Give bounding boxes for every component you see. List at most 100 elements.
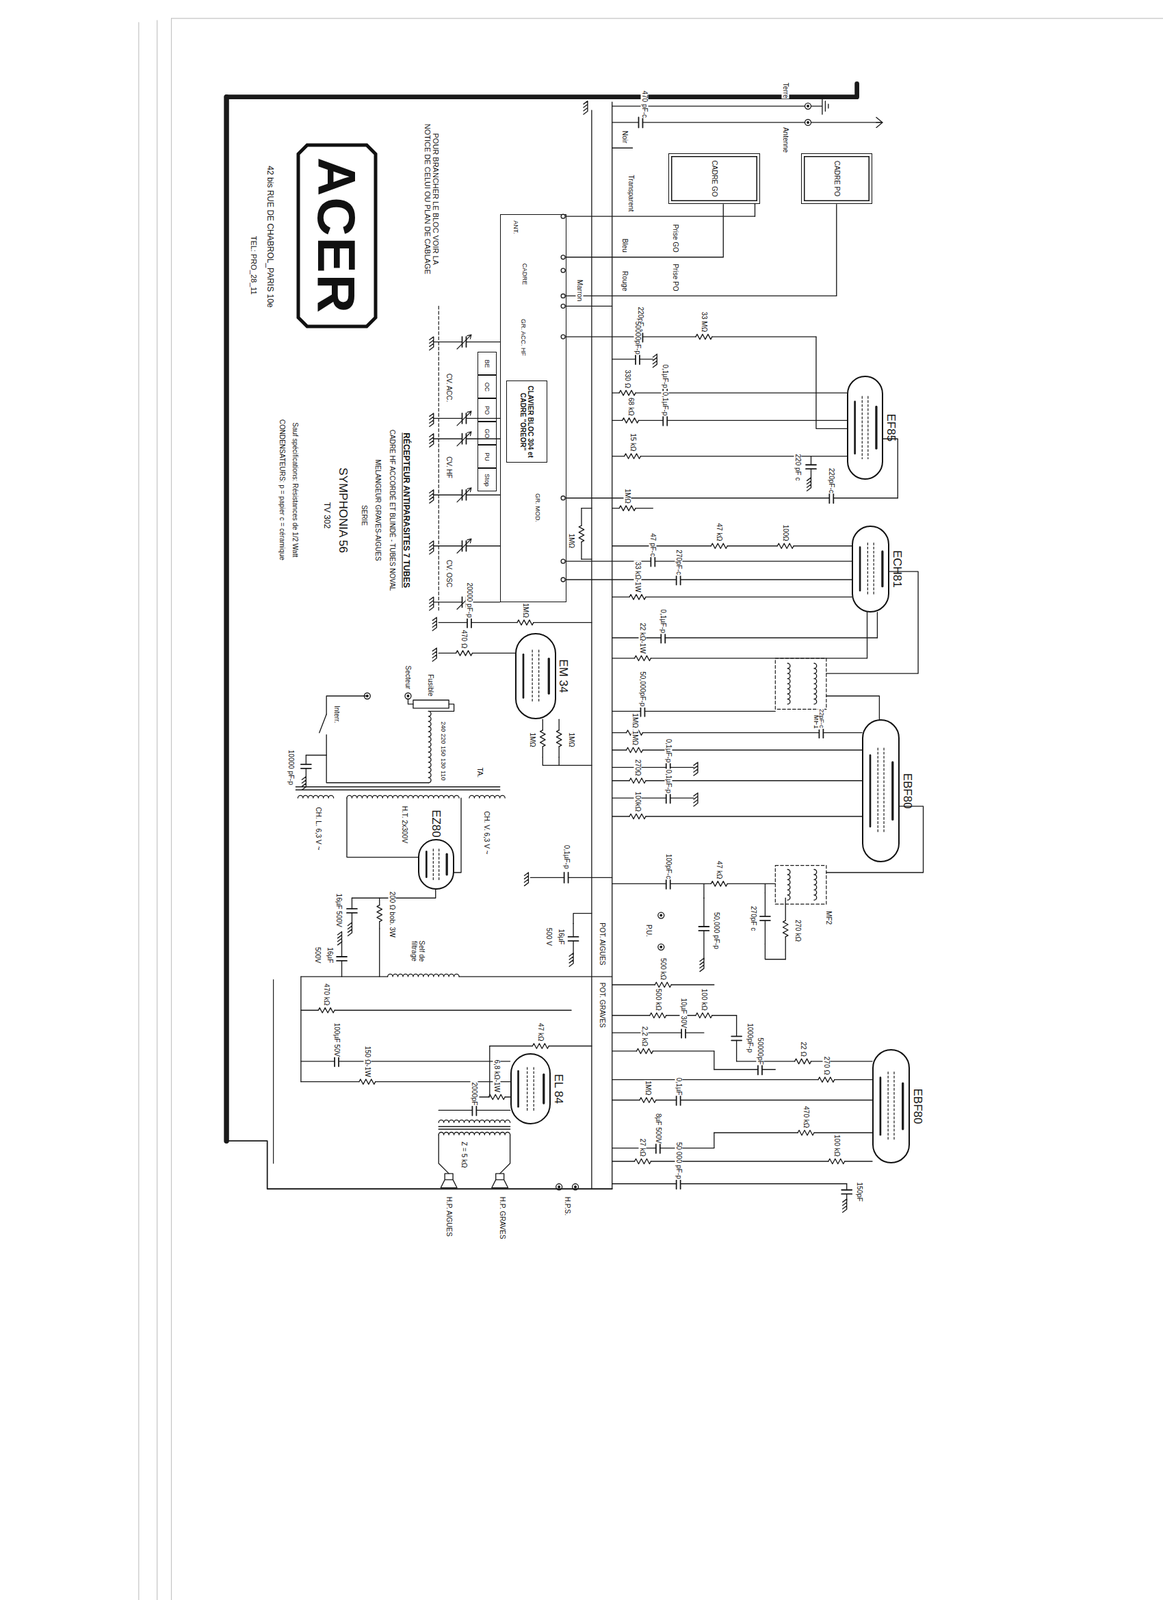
wire bbox=[572, 923, 574, 937]
resistor-symbol bbox=[654, 981, 672, 987]
schematic-label: 0,1µF-p bbox=[661, 363, 670, 389]
capacitor-symbol bbox=[638, 116, 643, 128]
schematic-label: 1MΩ bbox=[528, 731, 537, 748]
tube-plate bbox=[881, 551, 884, 587]
capacitor-symbol bbox=[346, 908, 358, 913]
schematic-label: 500 V bbox=[545, 926, 553, 947]
tube-type-label: EL 84 bbox=[551, 1073, 566, 1104]
schematic-label: 33 kΩ-1W bbox=[634, 560, 642, 594]
coil-winding bbox=[469, 794, 505, 798]
coil-winding bbox=[297, 794, 334, 798]
coil-pack-label-box: CLAVIER BLOC 304 et CADRE "OREOR" bbox=[506, 380, 548, 463]
resistor-symbol bbox=[456, 650, 473, 656]
wire bbox=[459, 975, 613, 977]
coil-winding bbox=[438, 1119, 510, 1123]
schematic-label: 240 bbox=[439, 720, 447, 733]
wire bbox=[727, 545, 778, 546]
schematic-label: 1MΩ bbox=[521, 602, 529, 618]
wire bbox=[504, 1095, 510, 1097]
schematic-label: TEL: PRO_28_11 bbox=[249, 235, 258, 296]
wire bbox=[703, 930, 704, 960]
wire bbox=[754, 203, 756, 217]
schematic-label: 22 kΩ-1W bbox=[638, 621, 647, 655]
terminal-symbol bbox=[805, 103, 812, 110]
ground-symbol bbox=[337, 931, 343, 945]
wire bbox=[305, 754, 307, 764]
schematic-label: 150pF bbox=[855, 1181, 863, 1202]
schematic-label: 1MΩ bbox=[623, 487, 632, 504]
schematic-label: 0,1µF-p bbox=[562, 844, 570, 870]
schematic-label: Marron bbox=[576, 279, 584, 303]
capacitor-symbol bbox=[568, 936, 579, 941]
resistor-symbol bbox=[532, 1043, 549, 1049]
wire bbox=[530, 877, 564, 878]
wire bbox=[351, 897, 353, 909]
box-label: PO bbox=[483, 405, 491, 415]
ground-symbol bbox=[432, 617, 437, 631]
box-label: ACER bbox=[309, 157, 364, 315]
wire bbox=[301, 1080, 360, 1082]
wire bbox=[433, 417, 463, 419]
wire bbox=[816, 336, 847, 429]
schematic-label: MELANGEUR GRAVES-AIGUES bbox=[373, 459, 382, 562]
box-label: PU bbox=[483, 452, 491, 462]
tube-grid bbox=[883, 747, 884, 834]
tube-plate bbox=[542, 1074, 545, 1103]
resistor-symbol bbox=[359, 1078, 376, 1084]
vacuum-tube: EBF80 bbox=[861, 719, 900, 862]
wire bbox=[612, 732, 627, 733]
ground-symbol bbox=[301, 776, 306, 790]
schematic-label: 100Ω bbox=[781, 524, 790, 542]
wire bbox=[379, 897, 380, 905]
box-label: Stop bbox=[483, 473, 491, 487]
wire bbox=[644, 710, 776, 712]
wire bbox=[558, 746, 560, 758]
wire bbox=[305, 754, 327, 756]
ground-symbol bbox=[429, 413, 434, 427]
block-pin bbox=[560, 255, 566, 260]
wire bbox=[334, 1009, 572, 1011]
capacitor-symbol bbox=[676, 1178, 681, 1189]
wire bbox=[612, 596, 630, 598]
capacitor-symbol bbox=[660, 632, 665, 644]
frame-border bbox=[272, 979, 274, 1163]
tube-plate bbox=[874, 406, 878, 449]
capacitor-symbol bbox=[666, 878, 671, 889]
resistor-symbol bbox=[517, 619, 534, 625]
wire bbox=[558, 719, 560, 730]
wire bbox=[566, 497, 830, 499]
wire bbox=[379, 921, 380, 929]
schematic-label: Z = 5 kΩ bbox=[460, 1140, 468, 1168]
connector-label: Prise GO bbox=[671, 223, 680, 254]
capacitor-symbol bbox=[681, 1027, 686, 1038]
wire bbox=[645, 596, 852, 598]
wire bbox=[568, 877, 613, 878]
schematic-label: 270 Ω bbox=[822, 1055, 830, 1076]
wire bbox=[465, 438, 500, 440]
schematic-label: 1MΩ bbox=[567, 532, 576, 549]
wire bbox=[660, 1147, 715, 1148]
wire bbox=[465, 341, 500, 343]
coil-winding bbox=[814, 662, 817, 704]
block-pin bbox=[560, 268, 566, 273]
terminal-dot bbox=[660, 945, 663, 948]
wire-connector bbox=[566, 203, 837, 296]
schematic-label: 330 Ω bbox=[623, 368, 632, 389]
wire bbox=[612, 779, 630, 781]
tube-grid bbox=[438, 848, 440, 880]
tube-grid bbox=[433, 848, 434, 880]
variable-capacitor-arrow bbox=[456, 538, 472, 553]
wire bbox=[573, 913, 592, 924]
tube-plate bbox=[446, 853, 449, 875]
wire bbox=[671, 983, 715, 985]
schematic-label: 1000pF-p bbox=[746, 1022, 754, 1053]
wire bbox=[476, 1109, 510, 1111]
gang-link bbox=[438, 305, 440, 612]
ground-symbol bbox=[569, 952, 574, 966]
capacitor-symbol bbox=[829, 492, 834, 503]
wire bbox=[500, 1134, 511, 1174]
wire bbox=[542, 756, 592, 765]
coil-winding bbox=[787, 869, 791, 901]
resistor-symbol bbox=[318, 1007, 335, 1013]
